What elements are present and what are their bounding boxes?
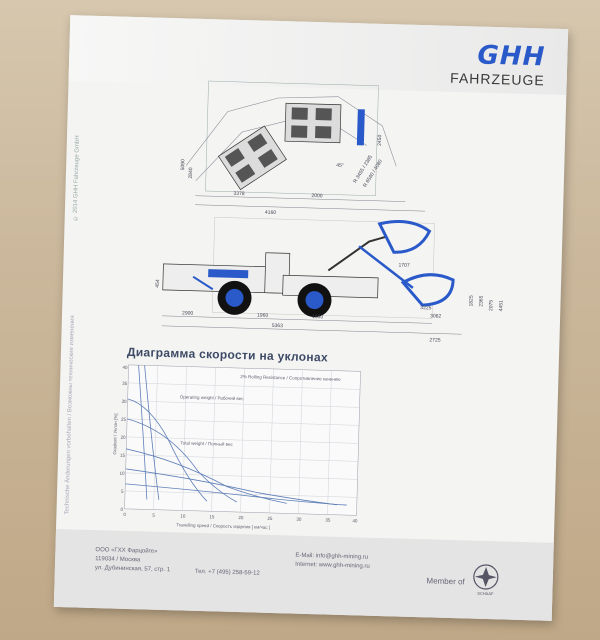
copyright-note: © 2014 GHH Fahrzeuge GmbH <box>72 135 82 221</box>
dim-side-3: 5363 <box>272 323 284 329</box>
x-tick-6: 30 <box>296 517 302 522</box>
y-tick-7: 35 <box>122 381 128 386</box>
rolling-resistance-label: 2% Rolling Resistance / Сопротивление ка… <box>240 374 341 382</box>
dim-side-11: 1707 <box>398 262 410 268</box>
dim-side-0: 2900 <box>182 310 194 316</box>
dim-top-6: 45° <box>336 163 344 169</box>
dim-top-1: 2000 <box>311 193 323 199</box>
x-tick-7: 35 <box>325 517 331 522</box>
y-tick-6: 30 <box>122 399 128 404</box>
footer-contact: E-Mail: info@ghh-mining.ru Internet: www… <box>295 552 370 572</box>
x-tick-0: 0 <box>123 512 126 517</box>
footer-address-line2: ул. Дубининская, 57, стр. 1 <box>94 565 171 574</box>
x-tick-5: 25 <box>267 516 273 521</box>
dim-top-5: 2840 <box>188 167 194 179</box>
dim-top-3: 5090 <box>180 159 186 171</box>
dim-side-9: 2075 <box>488 300 494 312</box>
dim-side-5: 3062 <box>430 313 442 319</box>
y-tick-5: 25 <box>121 417 127 422</box>
dim-side-8: 2365 <box>478 295 484 307</box>
footer-web[interactable]: Internet: www.ghh-mining.ru <box>295 561 370 570</box>
dim-side-7: 1825 <box>468 295 474 307</box>
dim-side-4: 3225 <box>420 305 432 311</box>
y-tick-8: 40 <box>122 365 128 370</box>
x-tick-8: 40 <box>352 518 358 523</box>
operating-weight-label: Operating weight / Рабочий вес <box>180 393 245 401</box>
dim-side-6: 2725 <box>429 337 441 343</box>
loader-top-outline <box>217 102 365 191</box>
x-tick-3: 15 <box>209 514 215 519</box>
member-of-label: Member of <box>426 576 465 587</box>
y-tick-0: 0 <box>121 507 124 512</box>
y-tick-4: 20 <box>121 435 127 440</box>
y-tick-3: 15 <box>120 453 126 458</box>
disclaimer-note: Technische Änderungen vorbehalten / Возм… <box>64 315 76 515</box>
y-axis-label: Gradient / Уклон [%] <box>112 413 118 454</box>
side-view-drawing: 2900 1960 1680 5363 3225 3062 2725 1825 … <box>155 217 505 344</box>
footer-phone: Тел. +7 (495) 258-59-12 <box>194 568 260 577</box>
y-tick-2: 10 <box>120 471 126 476</box>
footer-address: ООО «ГХХ Фарцойге» 119034 / Москва ул. Д… <box>95 546 171 575</box>
loader-side-outline <box>162 220 455 318</box>
speed-gradient-chart: 0 5 10 15 20 25 30 35 40 0 5 10 15 20 25… <box>112 364 361 530</box>
dim-side-1: 1960 <box>257 312 269 318</box>
x-tick-2: 10 <box>180 513 186 518</box>
x-tick-1: 5 <box>152 513 155 518</box>
member-logo-caption: SCHAAF <box>477 591 494 596</box>
logo-mark: GHH <box>477 40 546 73</box>
footer-band: ООО «ГХХ Фарцойге» 119034 / Москва ул. Д… <box>53 528 554 621</box>
brochure-page: GHH FAHRZEUGE © 2014 GHH Fahrzeuge GmbH … <box>53 15 569 621</box>
total-weight-label: Total weight / Полный вес <box>180 439 233 446</box>
dim-side-12: 454 <box>155 279 161 288</box>
dim-top-4: 2450 <box>377 134 383 146</box>
dim-side-2: 1680 <box>312 314 324 320</box>
y-tick-1: 5 <box>121 489 124 494</box>
x-tick-4: 20 <box>238 515 244 520</box>
top-view-drawing: 3378 2000 4160 5090 2450 2840 45° R 3455… <box>180 80 426 216</box>
x-axis-label: Travelling speed / Скорость изделия [ км… <box>176 522 270 530</box>
dim-side-10: 4451 <box>498 300 504 312</box>
dim-top-2: 4160 <box>265 210 277 216</box>
dim-top-0: 3378 <box>233 191 245 197</box>
member-logo-icon: SCHAAF <box>473 564 499 596</box>
